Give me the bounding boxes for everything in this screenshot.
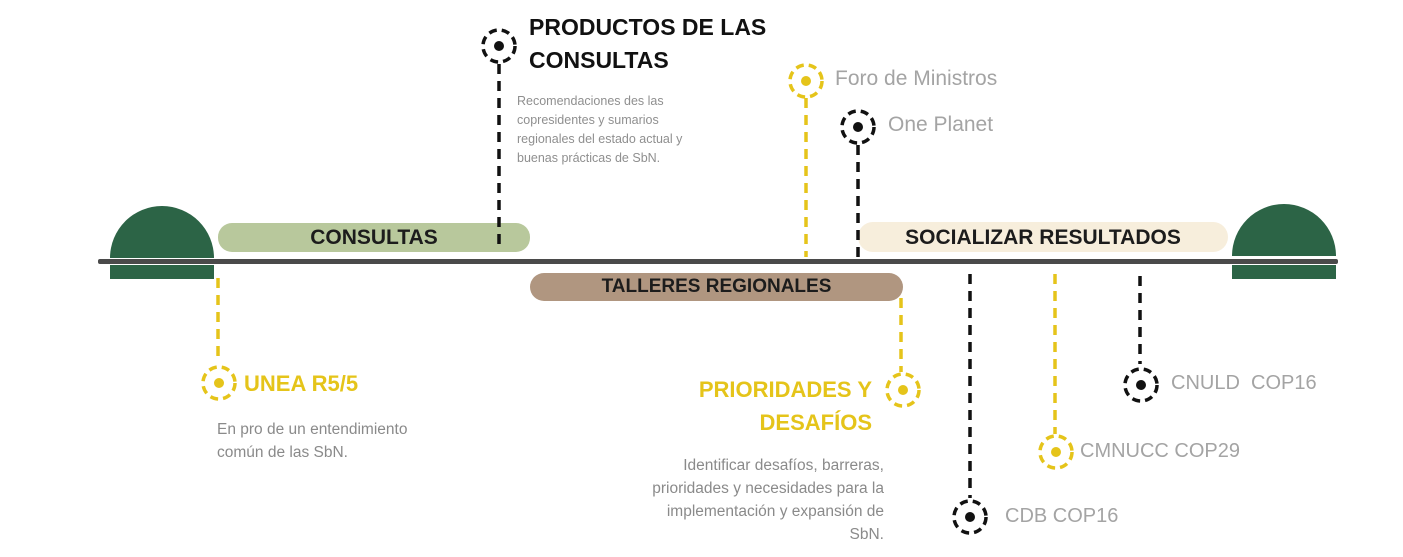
prioridades-title-line1: PRIORIDADES Y	[698, 377, 872, 402]
productos-title-line1: PRODUCTOS DE LAS	[529, 14, 767, 40]
target-icon	[952, 499, 988, 535]
prioridades-description: Identificar desafíos, barreras, priorida…	[652, 457, 884, 543]
target-icon	[840, 109, 876, 145]
prioridades-title-line2: DESAFÍOS	[759, 410, 872, 435]
productos-description: Recomendaciones des las copresidentes y …	[517, 94, 683, 165]
event-cdb-cop16: CDB COP16	[1005, 505, 1119, 527]
productos-title-line2: CONSULTAS	[529, 47, 669, 73]
target-icon	[885, 372, 921, 408]
start-cap	[110, 206, 214, 279]
timeline-line	[98, 259, 1338, 264]
event-cmnucc-cop29: CMNUCC COP29	[1080, 440, 1241, 462]
socializar-label: SOCIALIZAR RESULTADOS	[905, 226, 1181, 249]
event-one-planet: One Planet	[888, 113, 994, 136]
consultas-bar	[218, 223, 530, 252]
target-icon	[201, 365, 237, 401]
event-cnuld-cop16: CNULD COP16	[1171, 372, 1317, 394]
event-foro-ministros: Foro de Ministros	[835, 67, 998, 90]
end-cap	[1232, 204, 1336, 279]
target-icon	[481, 28, 517, 64]
talleres-label: TALLERES REGIONALES	[601, 276, 832, 297]
target-icon	[1123, 367, 1159, 403]
consultas-label: CONSULTAS	[310, 226, 438, 249]
unea-description: En pro de un entendimiento común de las …	[217, 421, 408, 461]
target-icon	[788, 63, 824, 99]
unea-title: UNEA R5/5	[244, 371, 359, 396]
socializar-bar	[858, 222, 1228, 252]
talleres-bar	[530, 273, 903, 301]
target-icon	[1038, 434, 1074, 470]
